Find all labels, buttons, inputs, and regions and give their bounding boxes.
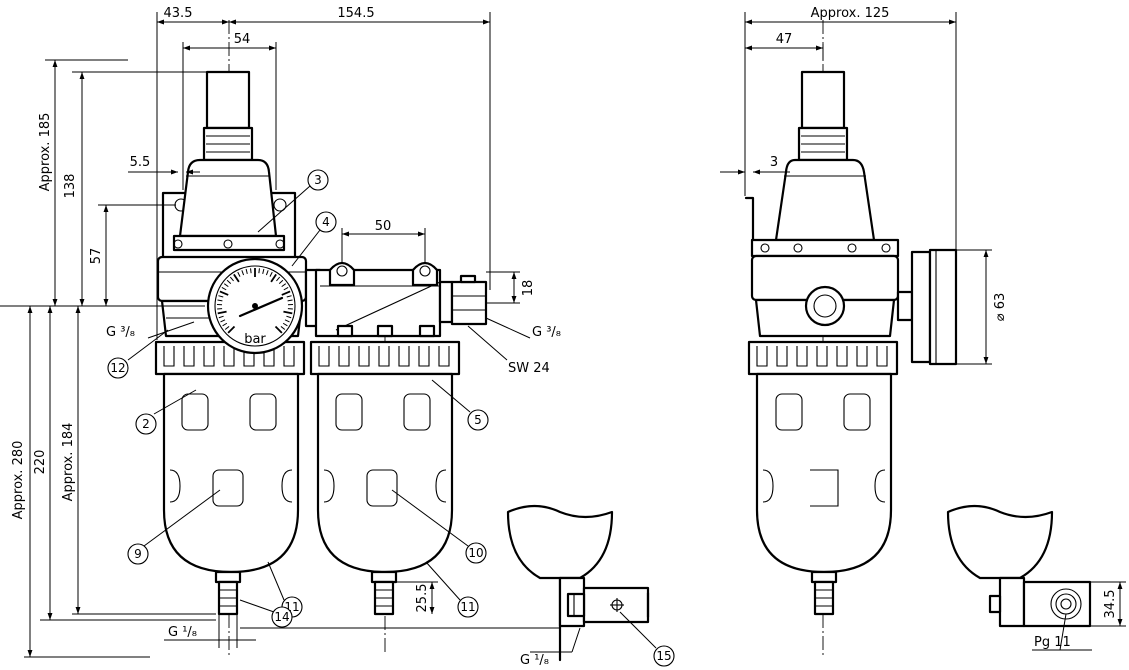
gauge-tick: [262, 268, 265, 275]
dim-dia-63: ⌀ 63: [993, 293, 1008, 322]
svg-text:2: 2: [142, 417, 150, 431]
gauge-tick: [283, 286, 289, 291]
dim-154-5: 154.5: [337, 6, 374, 21]
callout-5: 5: [467, 409, 489, 431]
gauge-tick: [281, 290, 291, 296]
callout-4: 4: [315, 211, 337, 233]
gauge-tick: [278, 279, 284, 284]
gauge-tick: [220, 319, 226, 323]
gauge-tick: [245, 268, 248, 275]
dim-18: 18: [521, 280, 536, 297]
dim-220: 220: [33, 450, 48, 475]
drain-valve-left: [214, 570, 242, 616]
pressure-gauge: bar: [206, 257, 304, 355]
gauge-tick: [276, 276, 281, 282]
dim-sw-24: SW 24: [508, 361, 550, 376]
gauge-tick: [265, 270, 269, 276]
regulator-bonnet: [178, 158, 278, 238]
gauge-tick: [237, 271, 241, 277]
gauge-tick: [229, 276, 234, 282]
svg-text:14: 14: [274, 610, 289, 624]
dim-approx-185: Approx. 185: [38, 113, 53, 192]
dim-approx-125: Approx. 125: [811, 6, 890, 21]
callout-3: 3: [307, 169, 329, 191]
gauge-tick: [222, 322, 228, 327]
dimension-lines: [0, 12, 1126, 658]
gauge-tick: [286, 315, 292, 319]
dim-43-5: 43.5: [164, 6, 193, 21]
gauge-tick: [283, 310, 293, 315]
gauge-tick: [219, 290, 229, 296]
dimension-texts: 43.5 154.5 54 5.5 Approx. 185 138 57 App…: [11, 6, 1118, 668]
gauge-tick: [282, 322, 288, 327]
adjusting-knob: [202, 70, 254, 162]
dim-57: 57: [89, 248, 104, 265]
gauge-tick: [269, 271, 273, 277]
side-view: [744, 20, 958, 655]
dim-5-5: 5.5: [130, 155, 151, 170]
gauge-tick: [226, 279, 232, 284]
svg-text:15: 15: [656, 649, 671, 663]
dim-3: 3: [770, 155, 778, 170]
gauge-tick: [218, 315, 224, 319]
dim-34-5: 34.5: [1103, 590, 1118, 619]
gauge-tick: [284, 319, 290, 323]
drain-detail-right: [946, 504, 1092, 628]
gauge-unit: bar: [244, 332, 266, 347]
thread-g18-bottom: G ¹/₈: [168, 625, 197, 640]
gauge-tick: [274, 325, 283, 334]
svg-text:11: 11: [460, 600, 475, 614]
gauge-tick: [233, 273, 240, 283]
gauge-tick: [241, 270, 245, 276]
gauge-tick: [218, 295, 224, 298]
thread-g38-right: G ³/₈: [532, 325, 561, 340]
svg-text:10: 10: [468, 546, 483, 560]
drain-detail-middle: [506, 504, 650, 662]
gauge-tick: [280, 326, 286, 330]
outlet-fitting: [438, 274, 488, 326]
gauge-tick: [227, 325, 236, 334]
gauge-tick: [270, 273, 277, 283]
bowl-left: [162, 372, 300, 574]
drain-valve-right: [370, 570, 398, 616]
svg-text:12: 12: [110, 361, 125, 375]
gauge-tick: [221, 286, 227, 291]
gauge-tick: [281, 283, 287, 288]
dim-50: 50: [375, 219, 392, 234]
callout-14: 14: [271, 606, 293, 628]
svg-text:5: 5: [474, 413, 482, 427]
callout-leaders: [127, 185, 657, 649]
gauge-tick: [224, 326, 230, 330]
gauge-tick: [287, 299, 293, 302]
callout-15: 15: [653, 645, 675, 667]
callout-12: 12: [107, 357, 129, 379]
callout-11b: 11: [457, 596, 479, 618]
thread-g38-left: G ³/₈: [106, 325, 135, 340]
dim-approx-184: Approx. 184: [61, 423, 76, 502]
bowl-ring-right: [309, 340, 461, 376]
front-view: bar: [154, 20, 488, 655]
svg-text:9: 9: [134, 547, 142, 561]
bowl-right: [316, 372, 454, 574]
callout-10: 10: [465, 542, 487, 564]
dim-138: 138: [63, 174, 78, 199]
gauge-tick: [286, 295, 292, 298]
gauge-tick: [217, 310, 227, 315]
svg-text:4: 4: [322, 215, 330, 229]
thread-g18-drain: G ¹/₈: [520, 653, 549, 668]
callout-2: 2: [135, 413, 157, 435]
dim-pg-11: Pg 11: [1034, 635, 1071, 650]
gauge-tick: [217, 299, 223, 302]
dim-47: 47: [776, 32, 793, 47]
gauge-tick: [250, 268, 252, 274]
svg-text:3: 3: [314, 173, 322, 187]
dim-approx-280: Approx. 280: [11, 441, 26, 520]
gauge-tick: [258, 268, 260, 274]
gauge-tick: [223, 283, 229, 288]
connecting-piece: [304, 261, 442, 338]
callout-9: 9: [127, 543, 149, 565]
dim-54: 54: [234, 32, 251, 47]
dim-25-5: 25.5: [415, 584, 430, 613]
